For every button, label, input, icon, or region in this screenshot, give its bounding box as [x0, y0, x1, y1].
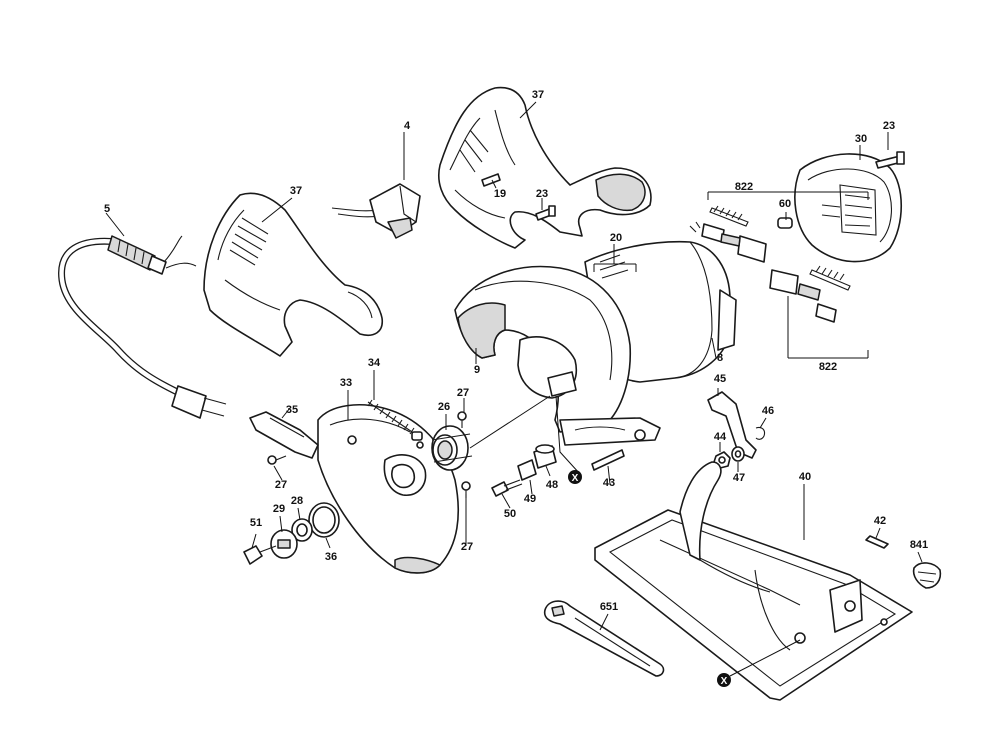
label-37-left: 37 [290, 185, 302, 197]
label-26: 26 [438, 401, 450, 413]
clip-46 [755, 426, 766, 440]
brush-holder-upper [689, 205, 767, 263]
brush-end-cap [794, 153, 903, 263]
label-27-top: 27 [457, 387, 469, 399]
label-19: 19 [494, 188, 506, 200]
clamp-washer-29 [270, 529, 298, 559]
label-46: 46 [762, 405, 774, 417]
label-20: 20 [610, 232, 622, 244]
label-50: 50 [504, 508, 516, 520]
knob-841 [912, 562, 942, 589]
label-49: 49 [524, 493, 536, 505]
label-8: 8 [717, 352, 723, 364]
screw-23-handle [535, 205, 556, 221]
x-marker-upper: X [568, 470, 582, 484]
blade-wrench [543, 600, 665, 677]
part-labels: 37 4 37 19 23 30 23 822 60 5 20 9 8 822 … [104, 89, 928, 613]
handle-half-left [203, 192, 384, 357]
label-60: 60 [779, 198, 791, 210]
label-42: 42 [874, 515, 886, 527]
label-23-right: 23 [883, 120, 895, 132]
brush-bracket-lines [707, 191, 869, 359]
label-29: 29 [273, 503, 285, 515]
label-34: 34 [368, 357, 381, 369]
part-60 [777, 217, 793, 229]
washer-36 [308, 502, 340, 538]
label-5: 5 [104, 203, 110, 215]
handle-half-right [438, 86, 652, 249]
label-44: 44 [714, 431, 727, 443]
label-28: 28 [291, 495, 303, 507]
label-33: 33 [340, 377, 352, 389]
label-30: 30 [855, 133, 867, 145]
base-plate [594, 461, 913, 701]
label-40: 40 [799, 471, 811, 483]
screw-19 [481, 173, 501, 187]
label-45: 45 [714, 373, 726, 385]
washer-47 [731, 446, 745, 462]
label-4: 4 [404, 120, 411, 132]
label-27-bottom: 27 [461, 541, 473, 553]
svg-text:X: X [721, 676, 728, 687]
power-cord [58, 235, 227, 419]
leader-lines [105, 101, 923, 677]
label-27-left: 27 [275, 479, 287, 491]
guard-lever [249, 411, 319, 459]
label-37-top: 37 [532, 89, 544, 101]
depth-lever-45 [707, 391, 757, 459]
screw-27-left [267, 455, 287, 465]
bolt-50 [491, 479, 523, 497]
pin-43 [591, 449, 625, 471]
label-36: 36 [325, 551, 337, 563]
label-48: 48 [546, 479, 558, 491]
label-23-handle: 23 [536, 188, 548, 200]
brush-holder-lower [769, 265, 851, 323]
blade-guard [454, 265, 661, 446]
sleeve-49 [517, 459, 537, 481]
label-35: 35 [286, 404, 298, 416]
label-822-bottom: 822 [819, 361, 837, 373]
label-47: 47 [733, 472, 745, 484]
screw-27-top [457, 411, 467, 428]
label-51: 51 [250, 517, 262, 529]
label-43: 43 [603, 477, 615, 489]
flange-26 [431, 425, 473, 471]
screw-42 [865, 535, 889, 549]
bearing-48 [533, 444, 557, 469]
screw-27-bottom [461, 481, 471, 498]
washer-28 [291, 518, 313, 542]
switch [331, 183, 421, 239]
label-841: 841 [910, 539, 928, 551]
screw-23-right [875, 151, 905, 169]
guard-spring [367, 399, 423, 441]
svg-text:X: X [572, 473, 579, 484]
x-marker-lower: X [717, 673, 731, 687]
lower-guard [317, 404, 460, 574]
label-651: 651 [600, 601, 618, 613]
label-9: 9 [474, 364, 480, 376]
label-822-top: 822 [735, 181, 753, 193]
